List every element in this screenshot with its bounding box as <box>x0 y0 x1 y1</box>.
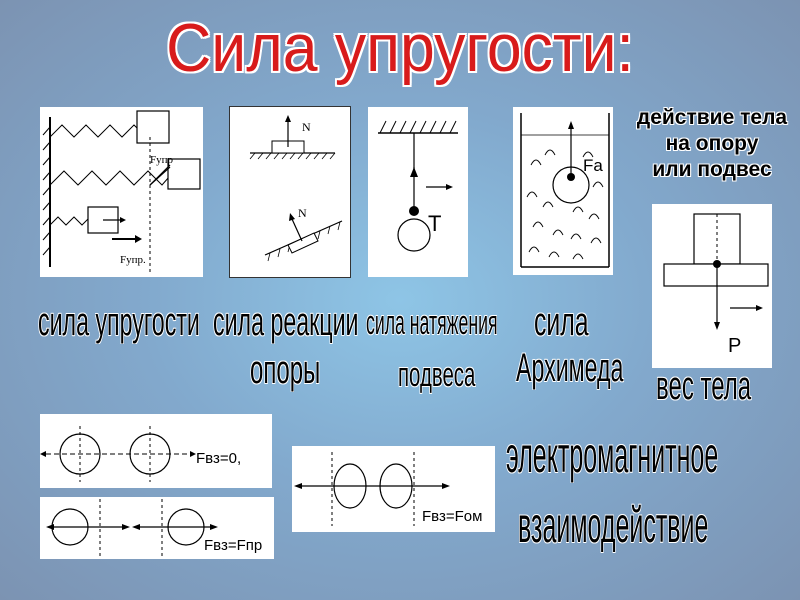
formula-fvz-zero: Fвз=0, <box>196 450 242 467</box>
label-tension-force-1: сила натяжения <box>366 304 498 342</box>
t-label: T <box>428 211 441 236</box>
panel-elastic-force: Fупр Fупр. <box>40 107 203 277</box>
panel-em-attraction: Fвз=Fпр <box>40 497 274 559</box>
label-reaction-force-2: опоры <box>250 348 321 392</box>
panel-tension-force: T <box>368 107 468 277</box>
n-label-top: N <box>302 120 311 134</box>
label-body-weight: вес тела <box>656 364 752 408</box>
label-action-3: или подвес <box>652 158 772 181</box>
label-action-1: действие тела <box>636 106 788 129</box>
fa-label: Fa <box>583 156 603 175</box>
panel-em-zero: Fвз=0, <box>40 414 272 488</box>
f-upr-label-1: Fупр <box>150 154 174 166</box>
label-elastic-force: сила упругости <box>38 300 200 344</box>
label-reaction-force-1: сила реакции <box>213 300 359 344</box>
panel-reaction-force: N N <box>229 106 351 278</box>
label-archimedes-2: Архимеда <box>516 346 624 390</box>
f-upr-label-2: Fупр. <box>120 254 146 266</box>
panel-archimedes-force: Fa <box>513 107 613 275</box>
label-em-1: электромагнитное <box>506 427 719 483</box>
label-archimedes-1: сила <box>534 300 589 344</box>
panel-em-repulsion: Fвз=Fом <box>292 446 495 532</box>
p-label: P <box>728 335 741 357</box>
formula-fvz-fom: Fвз=Fом <box>422 508 483 525</box>
panel-body-weight: P <box>652 204 772 368</box>
label-action-2: на опору <box>665 132 759 155</box>
formula-fvz-fpr: Fвз=Fпр <box>204 537 263 554</box>
label-em-2: взаимодействие <box>518 497 709 553</box>
n-label-bottom: N <box>298 206 307 220</box>
label-tension-force-2: подвеса <box>398 356 476 394</box>
page-title: Сила упругости: <box>166 10 634 86</box>
